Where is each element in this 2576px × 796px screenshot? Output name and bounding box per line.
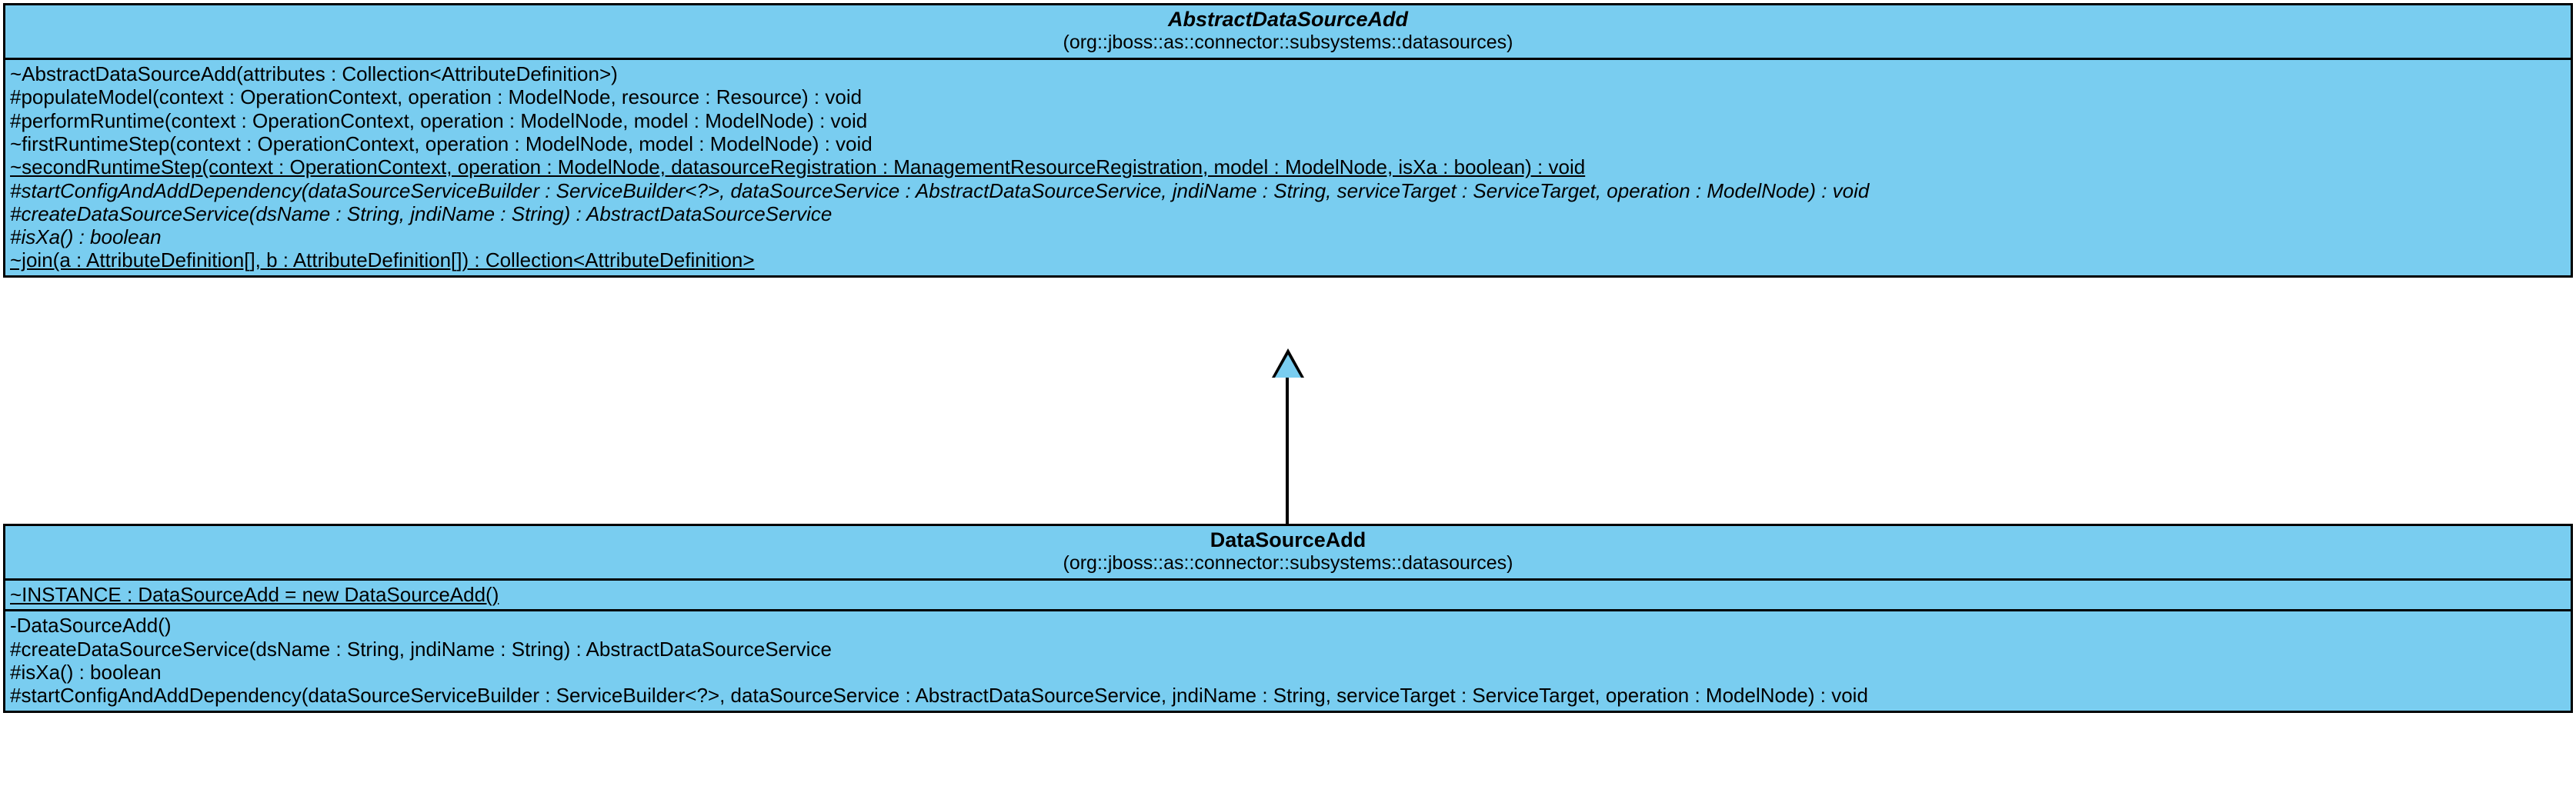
uml-operation: ~firstRuntimeStep(context : OperationCon… [10, 132, 873, 155]
uml-operation: #createDataSourceService(dsName : String… [10, 637, 832, 661]
uml-operation: #performRuntime(context : OperationConte… [10, 108, 868, 132]
uml-class-header: AbstractDataSourceAdd (org::jboss::as::c… [5, 5, 2571, 61]
uml-class-title: DataSourceAdd [1210, 528, 1366, 551]
uml-attribute: ~INSTANCE : DataSourceAdd = new DataSour… [10, 583, 499, 607]
generalization-line [1286, 378, 1289, 524]
uml-operation: #isXa() : boolean [10, 225, 162, 249]
uml-operation: #createDataSourceService(dsName : String… [10, 201, 833, 225]
uml-operation: #populateModel(context : OperationContex… [10, 85, 863, 109]
uml-operation: ~AbstractDataSourceAdd(attributes : Coll… [10, 62, 618, 86]
uml-operation: #startConfigAndAddDependency(dataSourceS… [10, 178, 1870, 202]
uml-operation: #startConfigAndAddDependency(dataSourceS… [10, 684, 1868, 708]
uml-operation: -DataSourceAdd() [10, 614, 172, 638]
uml-class-data-source-add[interactable]: DataSourceAdd (org::jboss::as::connector… [3, 524, 2573, 713]
uml-class-abstract-data-source-add[interactable]: AbstractDataSourceAdd (org::jboss::as::c… [3, 3, 2573, 278]
uml-attributes-compartment: ~INSTANCE : DataSourceAdd = new DataSour… [5, 581, 2571, 609]
uml-operation: ~join(a : AttributeDefinition[], b : Att… [10, 248, 755, 272]
uml-class-package: (org::jboss::as::connector::subsystems::… [1063, 551, 1513, 574]
uml-operations-compartment: ~AbstractDataSourceAdd(attributes : Coll… [5, 60, 2571, 275]
uml-class-title: AbstractDataSourceAdd [1167, 8, 1409, 31]
uml-class-package: (org::jboss::as::connector::subsystems::… [1063, 31, 1513, 53]
uml-class-header: DataSourceAdd (org::jboss::as::connector… [5, 526, 2571, 581]
uml-operations-compartment: -DataSourceAdd()#createDataSourceService… [5, 609, 2571, 710]
uml-operation: #isXa() : boolean [10, 660, 162, 684]
uml-operation: ~secondRuntimeStep(context : OperationCo… [10, 155, 1586, 179]
